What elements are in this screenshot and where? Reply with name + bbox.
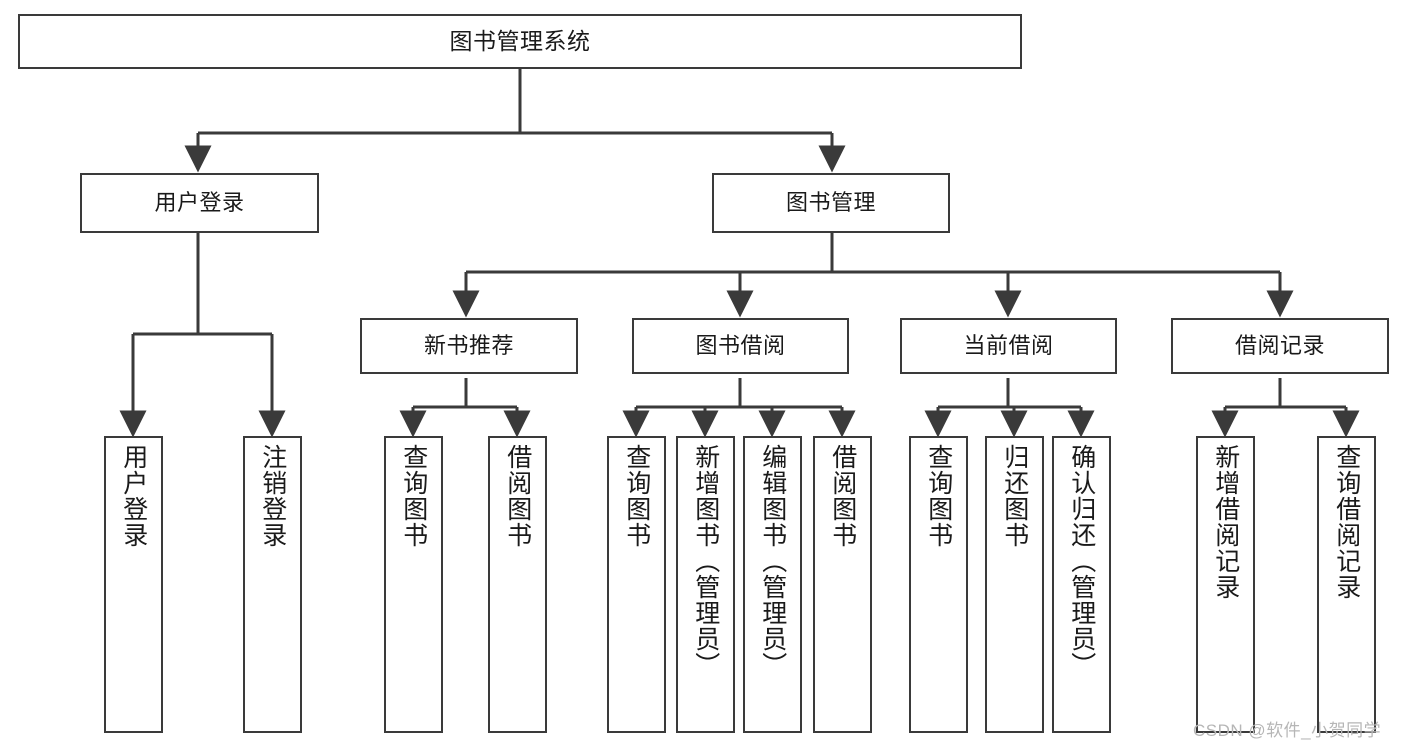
leaf-add-book[interactable]: 新增图书（管理员）: [676, 436, 735, 733]
leaf-borrow-book-recommend[interactable]: 借阅图书: [488, 436, 547, 733]
node-label: 查询图书: [924, 444, 953, 548]
leaf-return-book[interactable]: 归还图书: [985, 436, 1044, 733]
node-label: 查询图书: [399, 444, 428, 548]
leaf-query-book-recommend[interactable]: 查询图书: [384, 436, 443, 733]
node-borrow-record[interactable]: 借阅记录: [1171, 318, 1389, 374]
leaf-borrow-book[interactable]: 借阅图书: [813, 436, 872, 733]
leaf-query-book-current[interactable]: 查询图书: [909, 436, 968, 733]
leaf-user-login[interactable]: 用户登录: [104, 436, 163, 733]
node-label: 用户登录: [119, 444, 148, 548]
leaf-confirm-return[interactable]: 确认归还（管理员）: [1052, 436, 1111, 733]
leaf-query-book-borrow[interactable]: 查询图书: [607, 436, 666, 733]
leaf-edit-book[interactable]: 编辑图书（管理员）: [743, 436, 802, 733]
leaf-query-borrow-record[interactable]: 查询借阅记录: [1317, 436, 1376, 733]
node-label: 查询借阅记录: [1332, 444, 1361, 600]
node-root-system[interactable]: 图书管理系统: [18, 14, 1022, 69]
node-label: 图书管理: [785, 190, 876, 216]
node-label: 图书管理系统: [449, 27, 591, 54]
node-label: 借阅记录: [1234, 333, 1325, 359]
node-label: 借阅图书: [503, 444, 532, 548]
node-label: 借阅图书: [828, 444, 857, 548]
node-label: 新增图书（管理员）: [691, 444, 720, 678]
node-current-borrow[interactable]: 当前借阅: [900, 318, 1117, 374]
node-label: 新书推荐: [423, 333, 514, 359]
leaf-add-borrow-record[interactable]: 新增借阅记录: [1196, 436, 1255, 733]
node-user-login[interactable]: 用户登录: [80, 173, 319, 233]
node-label: 编辑图书（管理员）: [758, 444, 787, 678]
node-new-book-recommend[interactable]: 新书推荐: [360, 318, 578, 374]
node-label: 用户登录: [154, 190, 245, 216]
node-book-borrow[interactable]: 图书借阅: [632, 318, 849, 374]
node-label: 当前借阅: [963, 333, 1054, 359]
node-label: 图书借阅: [695, 333, 786, 359]
node-label: 注销登录: [258, 444, 287, 548]
node-label: 归还图书: [1000, 444, 1029, 548]
node-label: 查询图书: [622, 444, 651, 548]
node-book-manage[interactable]: 图书管理: [712, 173, 950, 233]
csdn-watermark: CSDN @软件_小贺同学: [1193, 721, 1382, 740]
node-label: 确认归还（管理员）: [1067, 444, 1096, 678]
node-label: 新增借阅记录: [1211, 444, 1240, 600]
leaf-logout[interactable]: 注销登录: [243, 436, 302, 733]
